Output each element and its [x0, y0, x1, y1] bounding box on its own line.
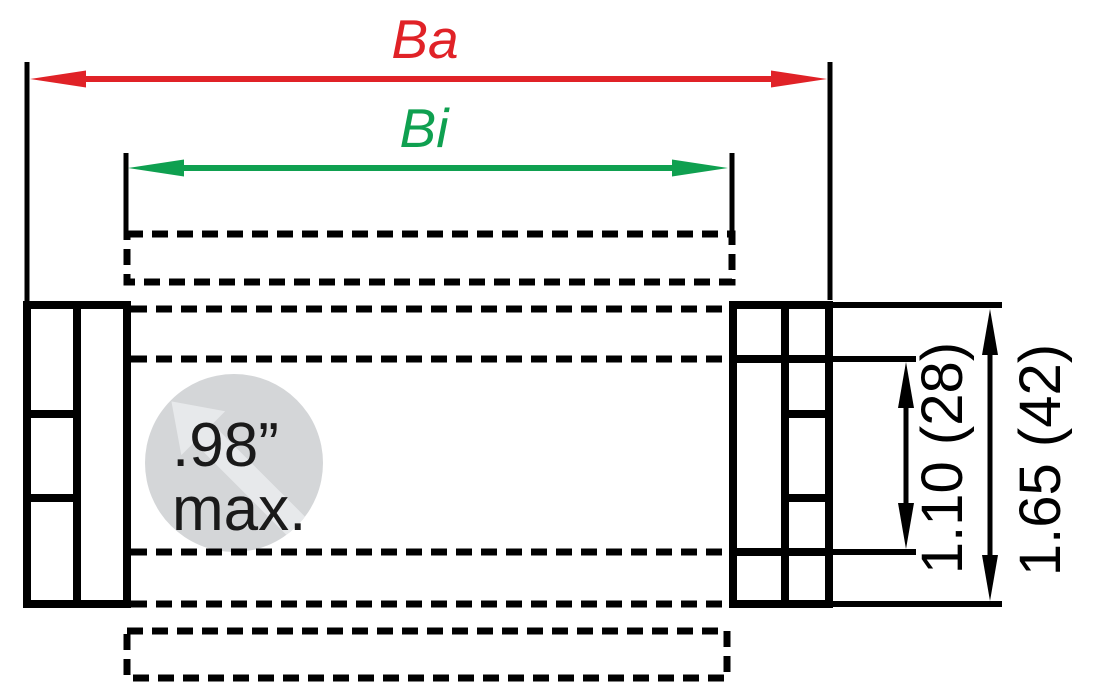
inner-width-arrowhead-left: [128, 159, 184, 177]
outer-height-arrowhead-top: [982, 309, 998, 355]
outer-width-label: Ba: [391, 8, 458, 70]
inner-width-arrowhead-right: [672, 159, 728, 177]
outer-width-arrowhead-left: [30, 70, 86, 88]
outer-width-dimension: Ba: [24, 8, 833, 302]
inner-height-label: 1.10 (28): [910, 342, 975, 574]
crossbar-open-bottom-dashed-outline: [123, 627, 731, 682]
outer-width-arrowhead-right: [771, 70, 827, 88]
inner-height-dimension: 1.10 (28): [898, 342, 975, 574]
watermark-cursor-arrow-icon: [171, 401, 309, 539]
left-side-plate: [23, 301, 131, 608]
crossbar-open-top-dashed-outline: [123, 230, 736, 286]
watermark-max-label: max.: [172, 475, 306, 544]
outer-height-dimension: 1.65 (42): [982, 309, 1073, 601]
inner-height-arrowhead-top: [898, 362, 914, 408]
watermark-max-height-value: .98”: [172, 411, 279, 480]
inner-width-label: Bi: [400, 97, 451, 159]
watermark: .98” max.: [145, 374, 323, 552]
inner-height-arrowhead-bottom: [898, 503, 914, 549]
outer-height-arrowhead-bottom: [982, 555, 998, 601]
outer-height-label: 1.65 (42): [1008, 344, 1073, 576]
right-side-plate: [729, 301, 833, 608]
inner-width-dimension: Bi: [123, 97, 735, 243]
